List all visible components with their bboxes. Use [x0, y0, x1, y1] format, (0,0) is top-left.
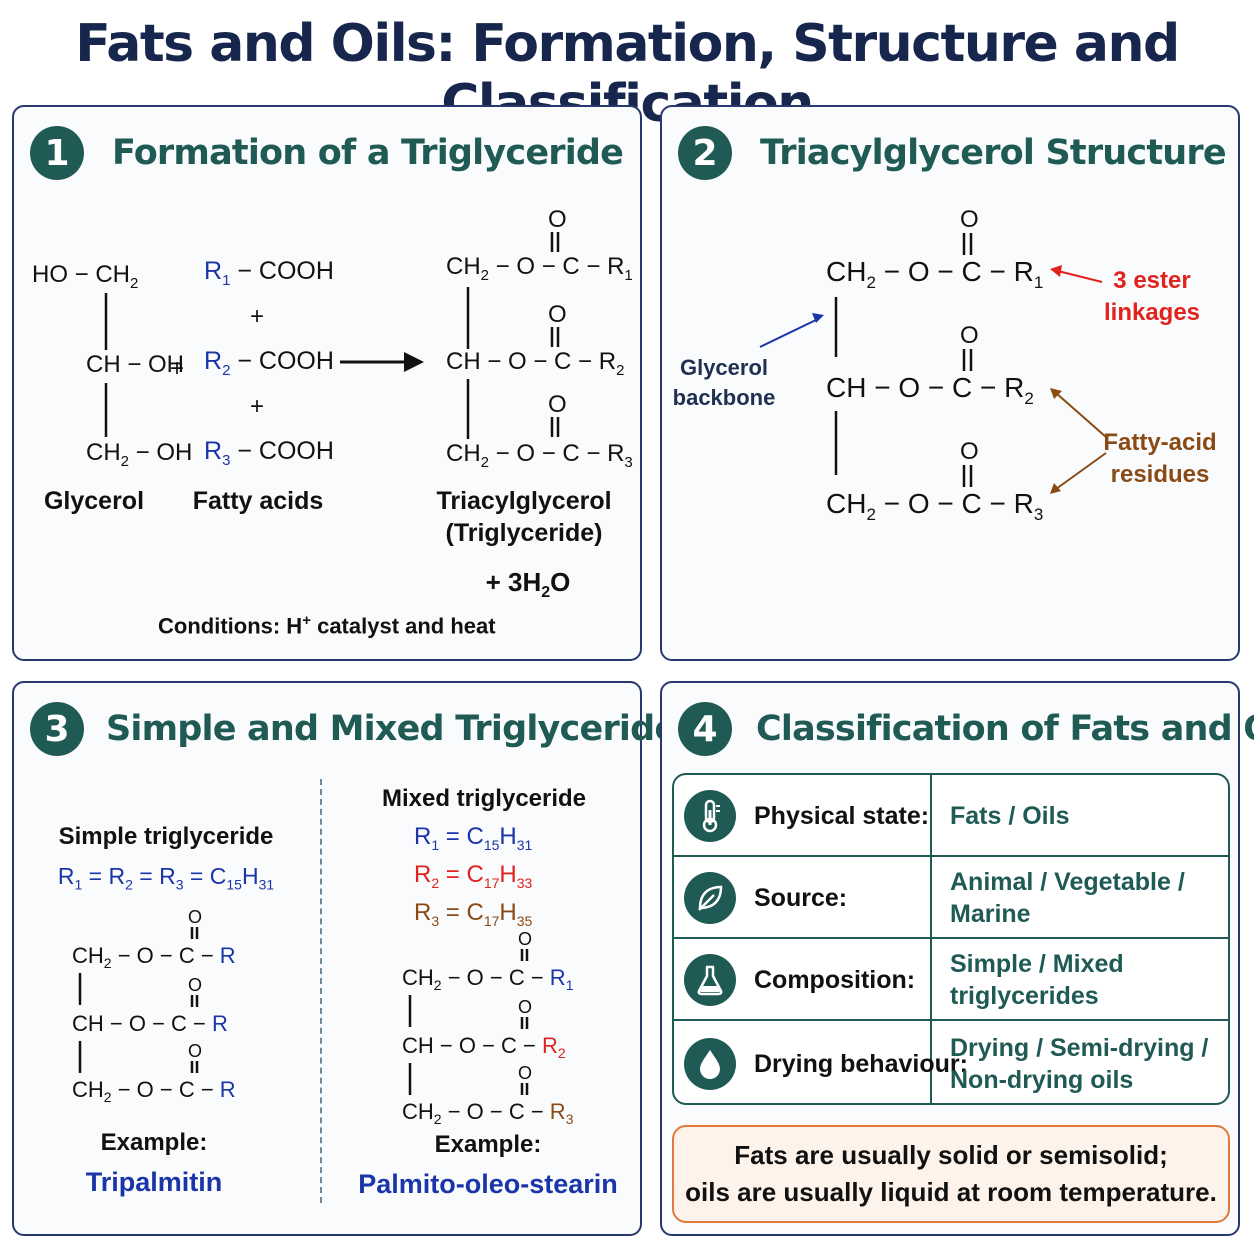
svg-text:O: O	[960, 322, 979, 349]
simple-mixed-panel: 3 Simple and Mixed Triglycerides Simple …	[12, 681, 698, 1236]
mixed-example: Palmito-oleo-stearin	[358, 1169, 618, 1199]
panel-number: 4	[678, 702, 732, 756]
svg-text:CH2 − O − C − R3: CH2 − O − C − R3	[826, 488, 1043, 524]
ch-oh-text: CH − OH	[86, 351, 184, 378]
svg-text:CH2 − O − C − R1: CH2 − O − C − R1	[446, 253, 633, 284]
plus-sign: +	[249, 393, 265, 420]
ester-linkages-label: linkages	[1103, 299, 1201, 326]
row-key: Composition:	[754, 965, 916, 994]
svg-text:O: O	[518, 997, 532, 1017]
svg-text:CH − O − C − R2: CH − O − C − R2	[446, 348, 624, 379]
svg-text:O: O	[548, 391, 567, 418]
svg-text:CH − O − C − R2: CH − O − C − R2	[826, 372, 1034, 408]
svg-text:O: O	[188, 1041, 202, 1061]
svg-text:CH2 − O − C − R1: CH2 − O − C − R1	[402, 965, 574, 993]
water-byproduct: + 3H2O	[485, 567, 571, 602]
flask-icon	[684, 954, 736, 1006]
reaction-conditions: Conditions: H+ catalyst and heat	[158, 612, 496, 639]
glycerol-structure: HO − CH2 CH − OH CH2 − OH	[32, 261, 192, 470]
svg-text:O: O	[188, 975, 202, 995]
panel-title: Simple and Mixed Triglycerides	[106, 709, 698, 749]
svg-text:O: O	[548, 206, 567, 233]
table-row: Physical state: Fats / Oils	[674, 775, 1228, 857]
svg-text:CH2 − O − C − R: CH2 − O − C − R	[72, 943, 236, 971]
ester-linkages-label: 3 ester	[1113, 267, 1191, 294]
mixed-r3: R3 = C17H35	[414, 899, 533, 929]
triglyceride-label: (Triglyceride)	[445, 519, 603, 547]
glycerol-backbone-label: Glycerol	[679, 355, 769, 380]
plus-sign: +	[249, 303, 265, 330]
simple-heading: Simple triglyceride	[58, 823, 274, 850]
svg-text:O: O	[188, 907, 202, 927]
svg-text:O: O	[548, 301, 567, 328]
callout-arrows	[759, 265, 1107, 494]
triglyceride-product-structure: O CH2 − O − C − R1 O CH − O − C − R2 O C…	[446, 206, 633, 471]
panel-number: 1	[30, 126, 84, 180]
column-divider	[320, 779, 322, 1203]
simple-formula: R1 = R2 = R3 = C15H31	[57, 863, 275, 893]
reaction-arrow	[340, 352, 424, 372]
mixed-example-label: Example:	[434, 1131, 542, 1158]
triacylglycerol-structure: O CH2 − O − C − R1 O CH − O − C − R2 O C…	[826, 206, 1043, 524]
row-key: Physical state:	[754, 801, 930, 830]
triacylglycerol-label: Triacylglycerol	[436, 487, 612, 515]
simple-example: Tripalmitin	[85, 1167, 223, 1197]
row-value: Animal / Vegetable / Marine	[950, 868, 1185, 928]
row-value: Fats / Oils	[950, 802, 1070, 830]
svg-text:CH2 − O − C − R: CH2 − O − C − R	[72, 1077, 236, 1105]
mixed-r2: R2 = C17H33	[414, 861, 533, 891]
svg-text:O: O	[960, 438, 979, 465]
panel-number: 3	[30, 702, 84, 756]
svg-text:O: O	[960, 206, 979, 233]
svg-text:CH2 − O − C − R3: CH2 − O − C − R3	[446, 440, 633, 471]
ho-ch2-text: HO − CH2	[32, 261, 138, 292]
row-value: Simple / Mixed triglycerides	[950, 950, 1124, 1010]
glycerol-backbone-label: backbone	[672, 385, 776, 410]
table-row: Drying behaviour: Drying / Semi-drying /…	[674, 1019, 1228, 1103]
svg-text:CH − O − C − R: CH − O − C − R	[72, 1011, 228, 1036]
structure-panel: 2 Triacylglycerol Structure O CH2 − O − …	[660, 105, 1240, 661]
panel-title: Formation of a Triglyceride	[112, 133, 624, 173]
fatty-acid-residues-label: residues	[1110, 461, 1210, 488]
fatty-acids-label: Fatty acids	[192, 487, 324, 515]
panel-title: Triacylglycerol Structure	[760, 133, 1227, 173]
table-divider	[930, 775, 932, 1103]
panel-title: Classification of Fats and Oils	[756, 709, 1254, 749]
classification-panel: 4 Classification of Fats and Oils Physic…	[660, 681, 1254, 1236]
drop-icon	[684, 1038, 736, 1090]
row-value: Drying / Semi-drying / Non-drying oils	[950, 1034, 1209, 1094]
ch2-oh-text: CH2 − OH	[86, 439, 192, 470]
glycerol-label: Glycerol	[43, 487, 145, 515]
fatty-acid-3: R3 − COOH	[204, 437, 334, 469]
svg-text:O: O	[518, 1063, 532, 1083]
table-row: Source: Animal / Vegetable / Marine	[674, 855, 1228, 939]
formation-panel: 1 Formation of a Triglyceride HO − CH2 C…	[12, 105, 642, 661]
summary-note: Fats are usually solid or semisolid; oil…	[672, 1125, 1230, 1223]
svg-text:O: O	[518, 929, 532, 949]
mixed-heading: Mixed triglyceride	[381, 785, 587, 812]
simple-example-label: Example:	[100, 1129, 208, 1156]
fatty-acid-residues-label: Fatty-acid	[1103, 429, 1217, 456]
mixed-r1: R1 = C15H31	[414, 823, 533, 853]
leaf-icon	[684, 872, 736, 924]
svg-text:CH2 − O − C − R1: CH2 − O − C − R1	[826, 256, 1043, 292]
plus-sign: +	[170, 355, 185, 382]
row-key: Source:	[754, 883, 848, 912]
mixed-triglyceride-structure: O CH2 − O − C − R1 O CH − O − C − R2 O C…	[402, 929, 574, 1127]
row-key: Drying behaviour:	[754, 1049, 968, 1078]
thermometer-icon	[684, 790, 736, 842]
page-title: Fats and Oils: Formation, Structure and …	[75, 14, 1180, 134]
svg-text:CH2 − O − C − R3: CH2 − O − C − R3	[402, 1099, 574, 1127]
table-row: Composition: Simple / Mixed triglyceride…	[674, 937, 1228, 1021]
svg-text:CH − O − C − R2: CH − O − C − R2	[402, 1033, 566, 1061]
fatty-acid-1: R1 − COOH	[204, 257, 334, 289]
simple-triglyceride-structure: O CH2 − O − C − R O CH − O − C − R O CH2…	[72, 907, 236, 1105]
panel-number: 2	[678, 126, 732, 180]
classification-table: Physical state: Fats / Oils Source: Anim…	[672, 773, 1230, 1105]
fatty-acid-2: R2 − COOH	[204, 347, 334, 379]
